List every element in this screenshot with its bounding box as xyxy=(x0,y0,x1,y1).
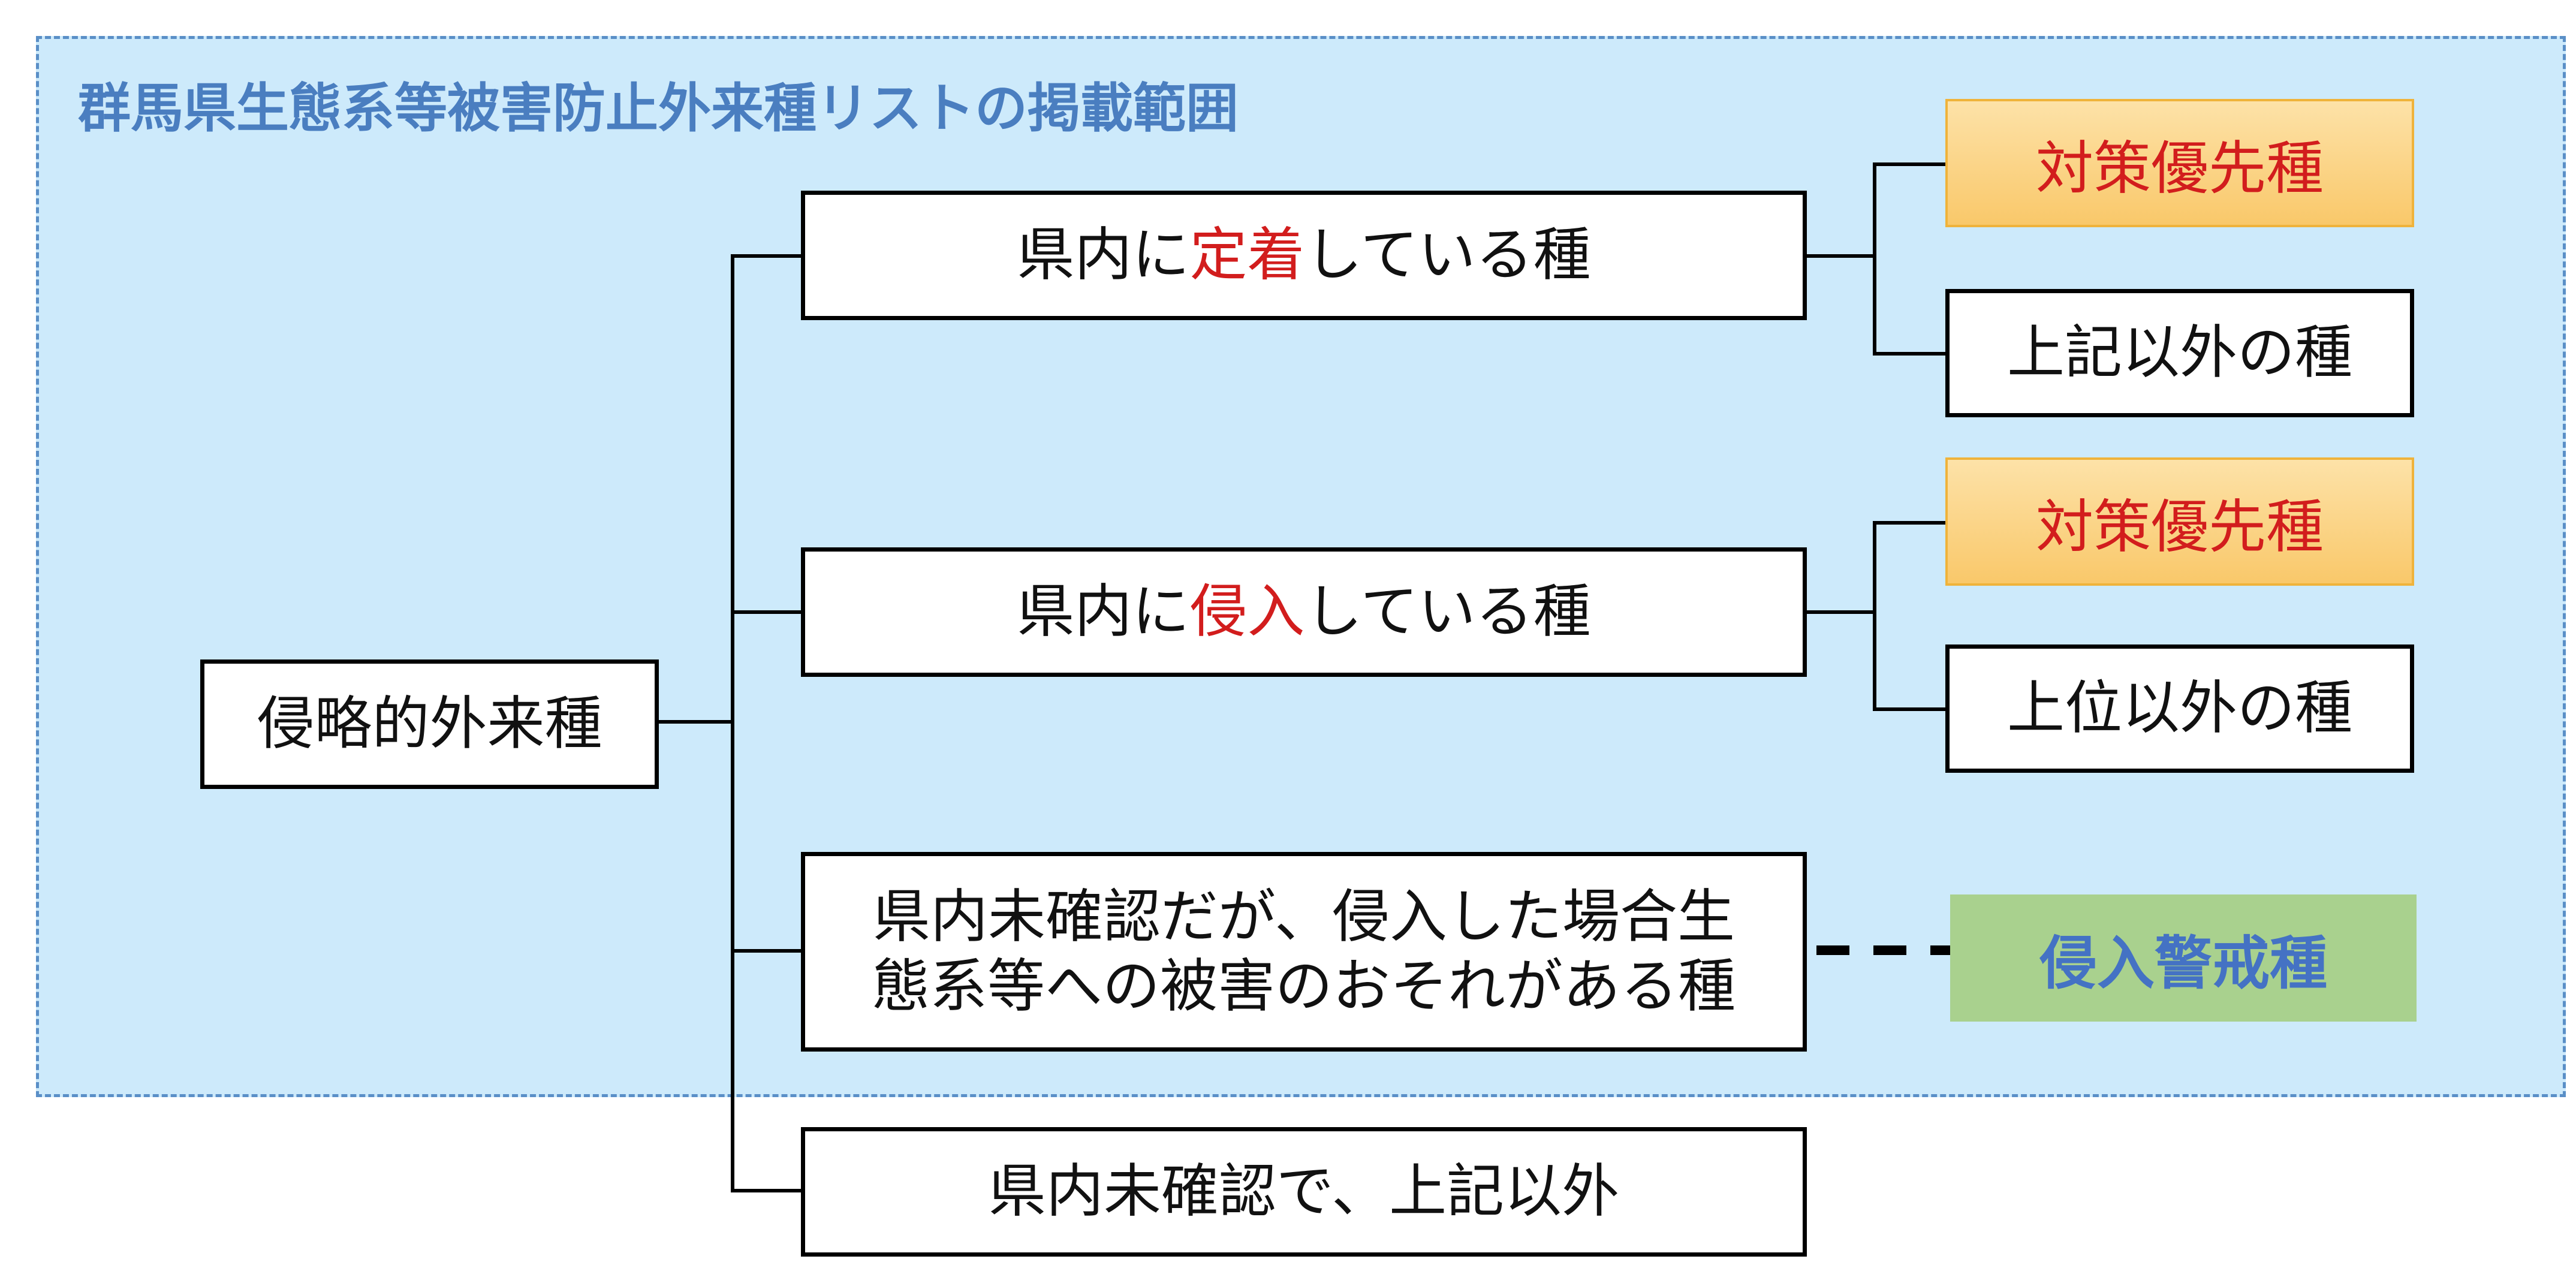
connector-branch-4 xyxy=(731,1189,803,1192)
connector-cat2-to-other xyxy=(1873,707,1948,711)
other-box-1-label: 上記以外の種 xyxy=(2007,319,2352,387)
connector-cat2-vertical xyxy=(1873,521,1876,711)
priority-box-1-label: 対策優先種 xyxy=(2036,134,2324,202)
root-label: 侵略的外来種 xyxy=(257,690,602,758)
alert-species-label: 侵入警戒種 xyxy=(2039,929,2327,997)
connector-branch-3 xyxy=(731,949,803,953)
connector-branch-1 xyxy=(731,254,803,258)
category-box-invaded: 県内に侵入している種 xyxy=(801,547,1807,677)
priority-box-1: 対策優先種 xyxy=(1945,99,2414,227)
connector-cat1-out xyxy=(1804,254,1876,258)
connector-cat1-vertical xyxy=(1873,162,1876,356)
connector-branch-2 xyxy=(731,610,803,614)
other-box-2: 上位以外の種 xyxy=(1945,644,2414,773)
connector-cat1-to-other xyxy=(1873,352,1948,356)
other-box-1: 上記以外の種 xyxy=(1945,289,2414,417)
category-unconfirmed-risk-line2: 態系等への被害のおそれがある種 xyxy=(872,952,1736,1020)
category-established-highlight: 定着 xyxy=(1189,221,1305,289)
category-invaded-prefix: 県内に xyxy=(1017,578,1190,646)
other-box-2-label: 上位以外の種 xyxy=(2007,674,2352,742)
category-unconfirmed-risk-line1: 県内未確認だが、侵入した場合生 xyxy=(872,883,1736,951)
category-invaded-highlight: 侵入 xyxy=(1189,578,1305,646)
connector-cat2-out xyxy=(1804,610,1876,614)
category-invaded-suffix: している種 xyxy=(1304,578,1591,646)
connector-cat2-to-priority xyxy=(1873,521,1948,525)
category-box-unconfirmed-risk: 県内未確認だが、侵入した場合生 態系等への被害のおそれがある種 xyxy=(801,852,1807,1052)
connector-root-to-trunk xyxy=(656,720,734,724)
alert-species-box: 侵入警戒種 xyxy=(1950,894,2417,1022)
connector-cat1-to-priority xyxy=(1873,162,1948,166)
category-box-established: 県内に定着している種 xyxy=(801,191,1807,320)
category-established-prefix: 県内に xyxy=(1017,221,1190,289)
root-box-invasive-species: 侵略的外来種 xyxy=(200,659,659,789)
connector-cat3-dashed xyxy=(1816,945,1960,955)
category-unconfirmed-other-label: 県内未確認で、上記以外 xyxy=(988,1158,1620,1225)
region-title: 群馬県生態系等被害防止外来種リストの掲載範囲 xyxy=(78,77,1239,139)
priority-box-2: 対策優先種 xyxy=(1945,457,2414,586)
category-established-suffix: している種 xyxy=(1304,221,1591,289)
priority-box-2-label: 対策優先種 xyxy=(2036,493,2324,561)
connector-trunk xyxy=(731,254,734,1192)
category-box-unconfirmed-other: 県内未確認で、上記以外 xyxy=(801,1127,1807,1257)
